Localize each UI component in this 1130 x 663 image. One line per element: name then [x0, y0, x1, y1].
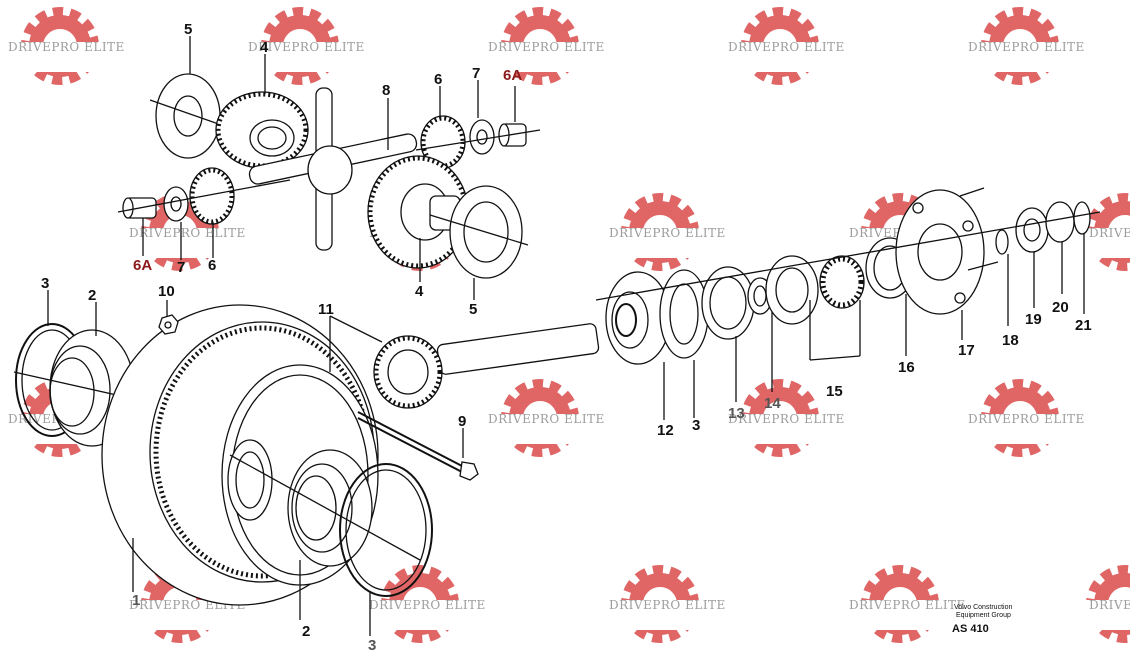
companion-flange [895, 187, 999, 315]
label-4-top: 4 [260, 39, 269, 56]
label-18: 18 [1002, 332, 1019, 349]
bushing-right [498, 123, 527, 147]
label-14: 14 [764, 395, 781, 412]
watermark-text: DRIVEPRO ELITE [609, 226, 726, 240]
label-7-left: 7 [177, 259, 185, 276]
label-6A-left: 6A [133, 257, 152, 274]
label-8: 8 [382, 82, 390, 99]
label-5-top: 5 [184, 21, 192, 38]
drawing-code: AS 410 [952, 623, 989, 635]
thrust-washer-top [155, 73, 221, 159]
label-9: 9 [458, 413, 466, 430]
label-10: 10 [158, 283, 175, 300]
label-3-left: 3 [41, 275, 49, 292]
watermark-text: DRIVEPRO ELITE [1089, 598, 1130, 612]
drive-pinion [373, 323, 600, 409]
label-2-left: 2 [88, 287, 96, 304]
label-3-bottom: 3 [368, 637, 376, 654]
label-21: 21 [1075, 317, 1092, 334]
label-16: 16 [898, 359, 915, 376]
credit-line-2: Equipment Group [956, 612, 1011, 619]
label-12: 12 [657, 422, 674, 439]
part-number-labels: 5 4 8 6 7 6A 6A 7 6 4 5 3 2 10 11 9 1 2 … [41, 21, 1092, 654]
watermark-text: DRIVEPRO ELITE [248, 40, 365, 54]
label-7-right: 7 [472, 65, 480, 82]
side-gear-top [215, 91, 309, 169]
flange-nut [1015, 207, 1049, 253]
watermark-text: DRIVEPRO ELITE [968, 412, 1085, 426]
label-4-bottom: 4 [415, 283, 424, 300]
spacer-ring [701, 266, 755, 340]
label-5-bottom: 5 [469, 301, 477, 318]
label-6-right: 6 [434, 71, 442, 88]
watermark-text: DRIVEPRO ELITE [488, 412, 605, 426]
label-2-bottom: 2 [302, 623, 310, 640]
label-15: 15 [826, 383, 843, 400]
label-6A-right: 6A [503, 67, 522, 84]
seal-ring-bottom [339, 463, 433, 597]
watermark-text: DRIVEPRO ELITE [8, 40, 125, 54]
label-1: 1 [132, 592, 140, 609]
watermark-text: DRIVEPRO ELITE [488, 40, 605, 54]
watermark-text: DRIVEPRO ELITE [369, 598, 486, 612]
label-17: 17 [958, 342, 975, 359]
lock-nut [158, 314, 179, 335]
spider-cross [248, 87, 418, 251]
credit-block: Volvo Construction Equipment Group AS 41… [952, 604, 1012, 635]
label-11: 11 [318, 301, 334, 318]
bearing-cup [659, 269, 709, 359]
lock-washer [1045, 201, 1075, 243]
watermark-text: DRIVEPRO ELITE [129, 226, 246, 240]
label-20: 20 [1052, 299, 1069, 316]
label-19: 19 [1025, 311, 1042, 328]
watermark-text: DRIVEPRO ELITE [968, 40, 1085, 54]
pinion-stack-left [122, 167, 235, 225]
watermark-text: DRIVEPRO ELITE [728, 412, 845, 426]
leader-lines [47, 36, 1085, 636]
retaining-clip [1073, 201, 1091, 235]
watermark-text: DRIVEPRO ELITE [609, 598, 726, 612]
flange-washer [995, 229, 1009, 255]
label-3-right: 3 [692, 417, 700, 434]
credit-line-1: Volvo Construction [954, 604, 1012, 611]
watermark-text: DRIVEPRO ELITE [728, 40, 845, 54]
pinion-bearing-inner [765, 255, 865, 325]
pinion-shaft-assembly [373, 187, 1101, 409]
label-6-left: 6 [208, 257, 216, 274]
bearing-right [287, 449, 373, 567]
watermark-text: DRIVEPRO ELITE [1089, 226, 1130, 240]
label-13: 13 [728, 405, 745, 422]
differential-assembly [117, 73, 541, 279]
bolt [357, 411, 479, 481]
washer-right [469, 119, 495, 155]
ring-gear-assembly [13, 304, 479, 606]
watermark-text: DRIVEPRO ELITE [849, 598, 966, 612]
